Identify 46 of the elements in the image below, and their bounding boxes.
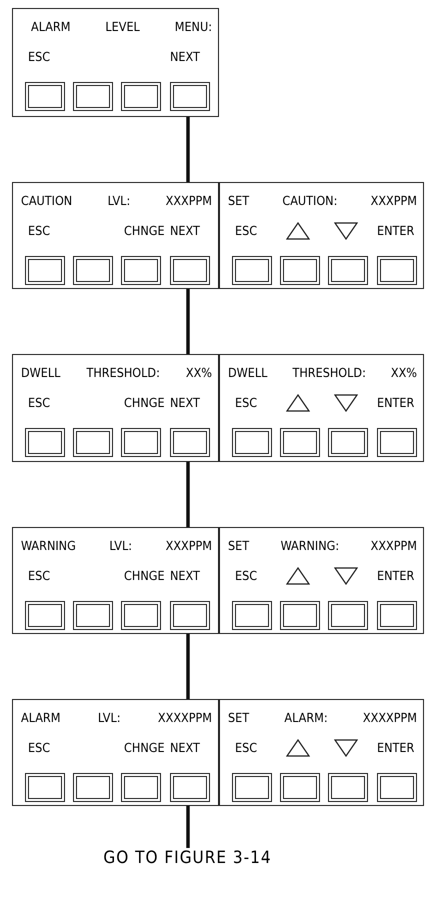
key-label: ENTER [377, 223, 414, 238]
connector-line [186, 634, 190, 699]
key-label: NEXT [170, 49, 200, 64]
screen-title: WARNING LVL: XXXPPM [21, 538, 212, 553]
display-screen [219, 182, 424, 289]
key-label: ESC [28, 395, 50, 410]
key-label: NEXT [170, 740, 200, 755]
display-screen [12, 527, 219, 634]
key-label: NEXT [170, 223, 200, 238]
display-screen [219, 699, 424, 806]
reference-text: GO TO FIGURE 3-14 [100, 848, 275, 868]
key-label: ENTER [377, 395, 414, 410]
key-label: ESC [28, 223, 50, 238]
key-label: NEXT [170, 395, 200, 410]
display-screen [12, 699, 219, 806]
connector-line [186, 806, 190, 848]
display-screen [219, 354, 424, 462]
key-label: NEXT [170, 568, 200, 583]
key-label: ESC [28, 740, 50, 755]
key-label: ESC [28, 568, 50, 583]
key-label: ESC [235, 740, 258, 755]
screen-title: ALARM LEVEL MENU: [31, 19, 212, 34]
screen-title: DWELL THRESHOLD: XX% [228, 365, 417, 380]
connector-line [186, 289, 190, 354]
key-label: ENTER [377, 740, 414, 755]
screen-title: DWELL THRESHOLD: XX% [21, 365, 212, 380]
screen-title: SET CAUTION: XXXPPM [228, 193, 417, 208]
screen-title: SET ALARM: XXXXPPM [228, 710, 417, 725]
connector-line [186, 462, 190, 527]
key-label: ENTER [377, 568, 414, 583]
display-screen [12, 8, 219, 117]
key-label: CHNGE [124, 740, 165, 755]
display-screen [12, 182, 219, 289]
display-screen [12, 354, 219, 462]
screen-title: SET WARNING: XXXPPM [228, 538, 417, 553]
key-label: ESC [235, 223, 258, 238]
key-label: CHNGE [124, 395, 165, 410]
screen-title: ALARM LVL: XXXXPPM [21, 710, 212, 725]
key-label: ESC [235, 568, 258, 583]
connector-line [186, 117, 190, 182]
key-label: ESC [28, 49, 50, 64]
display-screen [219, 527, 424, 634]
screen-title: CAUTION LVL: XXXPPM [21, 193, 212, 208]
key-label: CHNGE [124, 568, 165, 583]
key-label: CHNGE [124, 223, 165, 238]
key-label: ESC [235, 395, 258, 410]
